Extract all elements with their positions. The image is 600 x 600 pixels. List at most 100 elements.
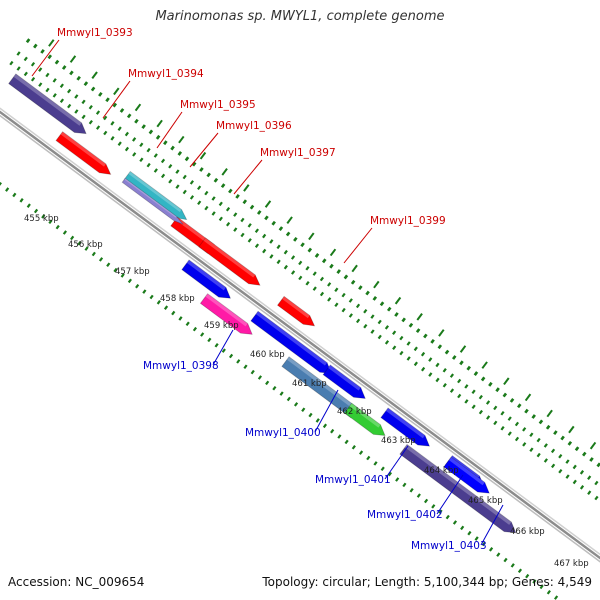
tick-mark: [139, 142, 144, 148]
tick-mark: [546, 589, 551, 595]
tick-mark: [242, 199, 248, 205]
tick-mark: [256, 210, 262, 215]
tick-mark: [478, 409, 483, 415]
tick-mark: [437, 344, 443, 350]
tick-mark: [126, 113, 132, 119]
tick-mark: [226, 221, 231, 227]
tick-mark: [464, 384, 469, 389]
tick-mark: [373, 461, 378, 466]
tick-mark: [334, 287, 339, 293]
major-tick: [394, 296, 402, 305]
tick-mark: [81, 99, 86, 105]
tick-mark: [341, 307, 346, 313]
gene-arrow-mmwyl1_0398: [199, 293, 253, 335]
major-tick: [286, 216, 293, 224]
tick-mark: [553, 430, 558, 436]
tick-mark: [84, 246, 89, 251]
tick-mark: [514, 421, 520, 427]
tick-mark: [146, 162, 151, 168]
gene-arrow-mmwyl1_0394-highlight: [60, 131, 106, 167]
tick-mark: [235, 193, 240, 199]
tick-mark: [558, 468, 563, 474]
tick-mark: [517, 403, 522, 409]
tick-mark: [52, 78, 57, 83]
tick-mark: [337, 434, 342, 439]
genome-stats-label: Topology: circular; Length: 5,100,344 bp…: [262, 575, 592, 589]
gene-arrow-mmwyl1_0400-highlight: [286, 356, 359, 411]
tick-mark: [545, 424, 551, 430]
callout-line: [189, 132, 219, 168]
tick-mark: [134, 118, 139, 124]
tick-mark: [565, 459, 570, 464]
tick-mark: [163, 140, 168, 146]
tick-mark: [420, 351, 426, 357]
major-tick: [134, 103, 142, 112]
tick-mark: [91, 251, 96, 257]
tick-mark: [12, 192, 17, 198]
tick-mark: [160, 173, 166, 179]
tick-mark: [431, 504, 436, 509]
callout-line: [480, 504, 504, 546]
tick-mark: [213, 177, 219, 183]
scale-label: 464 kbp: [424, 466, 459, 476]
gene-arrow-mmwyl1_0399-shape: [276, 295, 316, 327]
tick-mark: [33, 43, 38, 49]
major-tick: [503, 377, 510, 386]
tick-mark: [536, 437, 541, 443]
major-tick: [416, 312, 423, 321]
tick-mark: [119, 108, 125, 113]
tick-mark: [272, 385, 277, 391]
gene-arrow-mmwyl1_0397: [198, 237, 261, 286]
gene-label-mmwyl1_0395: Mmwyl1_0395: [180, 99, 256, 111]
callout-line: [384, 445, 409, 480]
tick-mark: [170, 145, 175, 151]
callout-line: [436, 474, 464, 515]
gene-arrow-mmwyl1_0403-shape: [443, 456, 490, 494]
gene-arrow-mmwyl1_0401-shape: [343, 402, 386, 437]
tick-mark: [355, 303, 361, 309]
tick-mark: [399, 335, 404, 341]
tick-mark: [117, 141, 122, 146]
major-tick: [48, 39, 55, 47]
tick-mark: [394, 312, 399, 317]
tick-mark: [558, 453, 563, 459]
gene-label-mmwyl1_0402: Mmwyl1_0402: [367, 509, 443, 521]
major-tick: [264, 200, 272, 208]
tick-mark: [423, 498, 429, 504]
major-tick: [459, 345, 467, 353]
tick-mark: [283, 264, 288, 270]
tick-mark: [233, 212, 238, 217]
tick-mark: [522, 442, 527, 447]
tick-mark: [293, 402, 299, 407]
tick-mark: [135, 283, 140, 289]
tick-mark: [579, 470, 585, 475]
tick-mark: [473, 371, 479, 376]
tick-mark: [380, 466, 385, 472]
gene-arrow-unlabeled-2: [322, 364, 366, 399]
tick-mark: [457, 393, 462, 399]
tick-mark: [225, 206, 231, 212]
tick-mark: [464, 399, 469, 404]
tick-mark: [214, 343, 219, 348]
tick-mark: [500, 410, 505, 416]
gene-arrow-mmwyl1_0395: [123, 170, 188, 221]
tick-mark: [321, 258, 327, 264]
tick-mark: [175, 184, 180, 189]
gene-arrow-mmwyl1_0399: [276, 295, 316, 327]
tick-mark: [189, 195, 195, 200]
gene-arrow-mmwyl1_0403: [443, 456, 490, 494]
tick-mark: [384, 325, 390, 330]
scale-label: 466 kbp: [510, 527, 545, 537]
tick-mark: [322, 423, 328, 429]
tick-mark: [392, 330, 397, 335]
tick-mark: [228, 188, 233, 194]
tick-mark: [30, 61, 36, 67]
tick-mark: [67, 103, 72, 109]
tick-mark: [88, 119, 93, 125]
callout-line: [314, 389, 339, 433]
tick-mark: [110, 136, 115, 141]
gene-arrow-unlabeled-3: [380, 407, 431, 447]
tick-mark: [67, 88, 72, 94]
callout-line: [31, 39, 60, 77]
